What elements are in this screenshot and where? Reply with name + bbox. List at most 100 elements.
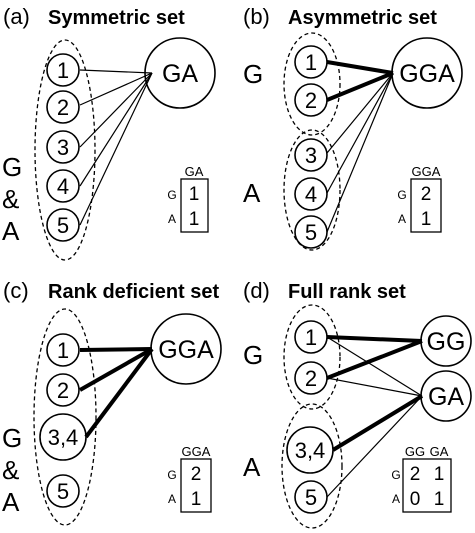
group-label: G <box>243 59 263 89</box>
node <box>294 320 328 354</box>
group-label: A <box>2 216 20 246</box>
edge <box>326 60 394 75</box>
group-ellipse <box>33 308 97 526</box>
hub <box>144 37 216 109</box>
panel-c: (c) Rank deficient set G & A 1 2 3,4 5 G… <box>2 278 222 526</box>
edge <box>326 335 423 343</box>
group-label: G <box>2 423 22 453</box>
panel-a: (a) Symmetric set G & A 1 2 3 4 5 GA GA … <box>2 4 216 261</box>
panel-tag: (c) <box>3 278 29 303</box>
count-matrix: GGA G A 2 1 <box>167 444 212 513</box>
hub <box>420 315 472 367</box>
edge <box>79 347 153 392</box>
matrix-value: 2 <box>191 464 202 485</box>
edge <box>326 336 423 397</box>
matrix-col-header: GG <box>405 444 425 459</box>
edge <box>79 72 153 106</box>
edge <box>84 347 154 439</box>
count-matrix: GG GA G A 2 1 0 1 <box>391 444 452 513</box>
matrix-row-label: A <box>168 492 176 506</box>
group-label: A <box>243 452 261 482</box>
node <box>294 45 328 79</box>
panel-title: Asymmetric set <box>288 7 437 29</box>
group-label: G <box>243 340 263 370</box>
group-label: A <box>243 178 261 208</box>
panel-tag: (a) <box>3 4 30 29</box>
hub-label: GGA <box>399 60 455 88</box>
node <box>294 83 328 117</box>
node-label: 2 <box>305 366 317 391</box>
panel-title: Rank deficient set <box>48 281 220 303</box>
matrix-box <box>180 458 212 513</box>
matrix-value: 1 <box>191 489 202 510</box>
node-label: 5 <box>305 220 317 245</box>
matrix-row-label: G <box>167 468 176 482</box>
node-label: 3 <box>305 143 317 168</box>
panel-title: Full rank set <box>288 281 406 303</box>
hub <box>391 37 463 109</box>
matrix-row-label: A <box>392 492 400 506</box>
node <box>46 474 80 508</box>
node <box>39 413 87 461</box>
node <box>46 130 80 164</box>
edge <box>326 339 423 380</box>
edge <box>79 72 153 226</box>
group-ellipse <box>281 403 343 529</box>
group-ellipse <box>283 129 341 251</box>
node-label: 5 <box>57 213 69 238</box>
edge <box>326 377 423 397</box>
group-label: A <box>2 487 20 517</box>
edge <box>79 72 153 148</box>
panel-b: (b) Asymmetric set G A 1 2 3 4 5 GGA GGA… <box>243 4 463 251</box>
matrix-row-label: G <box>391 468 400 482</box>
node-label: 4 <box>57 174 69 199</box>
matrix-row-label: G <box>167 188 176 202</box>
count-matrix: GA G A 1 1 <box>167 164 209 233</box>
node-label: 4 <box>305 182 317 207</box>
matrix-box <box>180 178 209 233</box>
edge <box>326 72 394 154</box>
panel-d: (d) Full rank set G A 1 2 3,4 5 GG GA GG… <box>243 278 472 529</box>
panel-tag: (b) <box>243 4 270 29</box>
matrix-value: 1 <box>189 184 200 205</box>
hub-label: GA <box>428 383 464 411</box>
node-label: 2 <box>57 95 69 120</box>
matrix-value: 1 <box>189 209 200 230</box>
matrix-row-label: A <box>168 212 176 226</box>
group-label: & <box>2 455 19 485</box>
edge <box>79 69 153 74</box>
edge <box>79 347 153 352</box>
hub-label: GGA <box>158 336 214 364</box>
edge <box>326 72 394 194</box>
group-ellipse <box>283 304 341 410</box>
node <box>46 53 80 87</box>
matrix-col-header: GGA <box>182 444 211 459</box>
node <box>294 215 328 249</box>
node-label: 1 <box>305 325 317 350</box>
node <box>46 169 80 203</box>
hub-label: GA <box>162 60 198 88</box>
matrix-row-label: A <box>398 212 406 226</box>
edge <box>79 72 153 187</box>
hub <box>420 370 472 422</box>
node <box>294 361 328 395</box>
node-label: 1 <box>57 58 69 83</box>
group-label: G <box>2 152 22 182</box>
count-matrix: GGA G A 2 1 <box>397 164 442 233</box>
node <box>294 138 328 172</box>
node-label: 3,4 <box>48 425 79 450</box>
hub-label: GG <box>427 328 466 356</box>
node-label: 1 <box>305 50 317 75</box>
group-label: & <box>2 184 19 214</box>
node <box>46 208 80 242</box>
matrix-row-label: G <box>397 188 406 202</box>
node-label: 2 <box>305 88 317 113</box>
matrix-value: 1 <box>434 489 445 510</box>
node-label: 2 <box>57 378 69 403</box>
node <box>46 333 80 367</box>
matrix-box <box>402 458 452 513</box>
group-ellipse <box>283 32 341 136</box>
edge <box>331 394 424 452</box>
node <box>294 177 328 211</box>
matrix-box <box>410 178 442 233</box>
